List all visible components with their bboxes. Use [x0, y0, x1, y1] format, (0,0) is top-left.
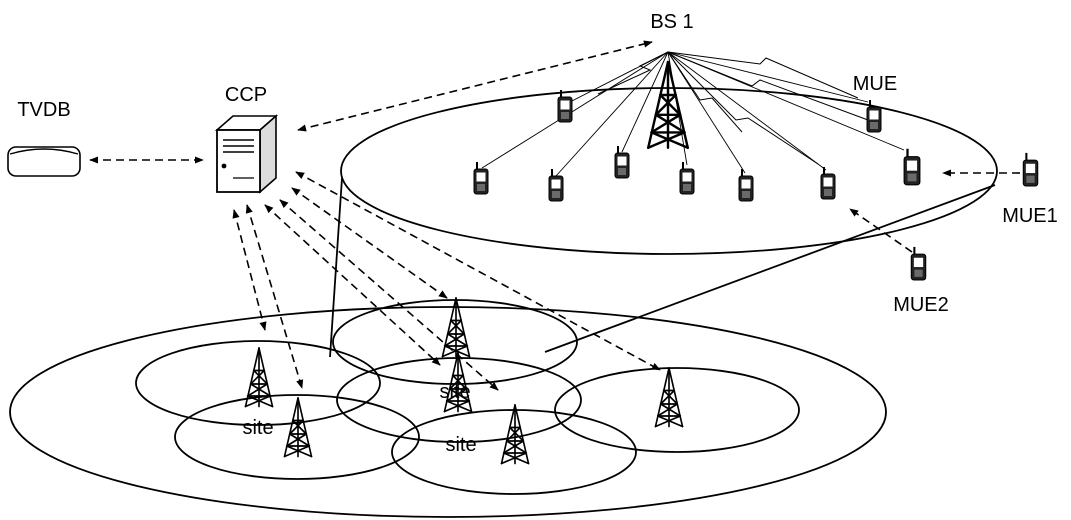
mobile-phone-icon: [557, 89, 573, 123]
mue2-label: MUE2: [893, 294, 949, 316]
server-icon: [214, 114, 279, 194]
site-cell-5: [174, 394, 420, 480]
mobile-phone-icon: [548, 168, 564, 202]
mobile-phone-icon: [473, 161, 489, 195]
ccp-bs1-link: [297, 40, 653, 132]
wireless-signal-icons: [597, 51, 869, 165]
site-cell-6: [391, 409, 637, 495]
database-icon: [7, 146, 81, 177]
tvdb-label: TVDB: [17, 99, 70, 121]
mue1-label: MUE1: [1002, 205, 1058, 227]
backhaul-links: [89, 40, 1020, 391]
zoom-line-left: [329, 177, 343, 358]
site-tower-icon: [283, 397, 313, 458]
site-label: site: [439, 381, 470, 403]
mobile-phone-icon: [738, 168, 754, 202]
mobile-phone-icon: [820, 166, 836, 200]
ccp-site-link: [232, 209, 267, 331]
ccp-site-link: [245, 204, 304, 389]
mue1-phone-icon: [1022, 151, 1039, 188]
site-label: site: [445, 434, 476, 456]
cluster-area-ellipse: [9, 306, 887, 518]
mue2-phone-icon: [910, 245, 927, 282]
site-tower-icon: [654, 367, 684, 428]
ccp-label: CCP: [225, 84, 267, 106]
mue2-link: [849, 208, 913, 253]
zoom-line-right: [544, 184, 996, 353]
ccp-site-link: [264, 204, 441, 366]
mue-phone-icon: [866, 99, 882, 133]
mobile-phone-icon: [614, 145, 630, 179]
bs1-label: BS 1: [650, 11, 693, 33]
ccp-site-link: [279, 199, 499, 391]
mobile-phone-icon: [902, 147, 922, 186]
mue-label: MUE: [853, 73, 897, 95]
site-tower-icon: [500, 404, 530, 465]
bs1-ue-links: [481, 51, 905, 177]
site-cell-4: [554, 367, 800, 453]
mobile-phone-icon: [679, 161, 695, 195]
site-label: site: [242, 417, 273, 439]
ccp-site-link: [295, 171, 661, 371]
